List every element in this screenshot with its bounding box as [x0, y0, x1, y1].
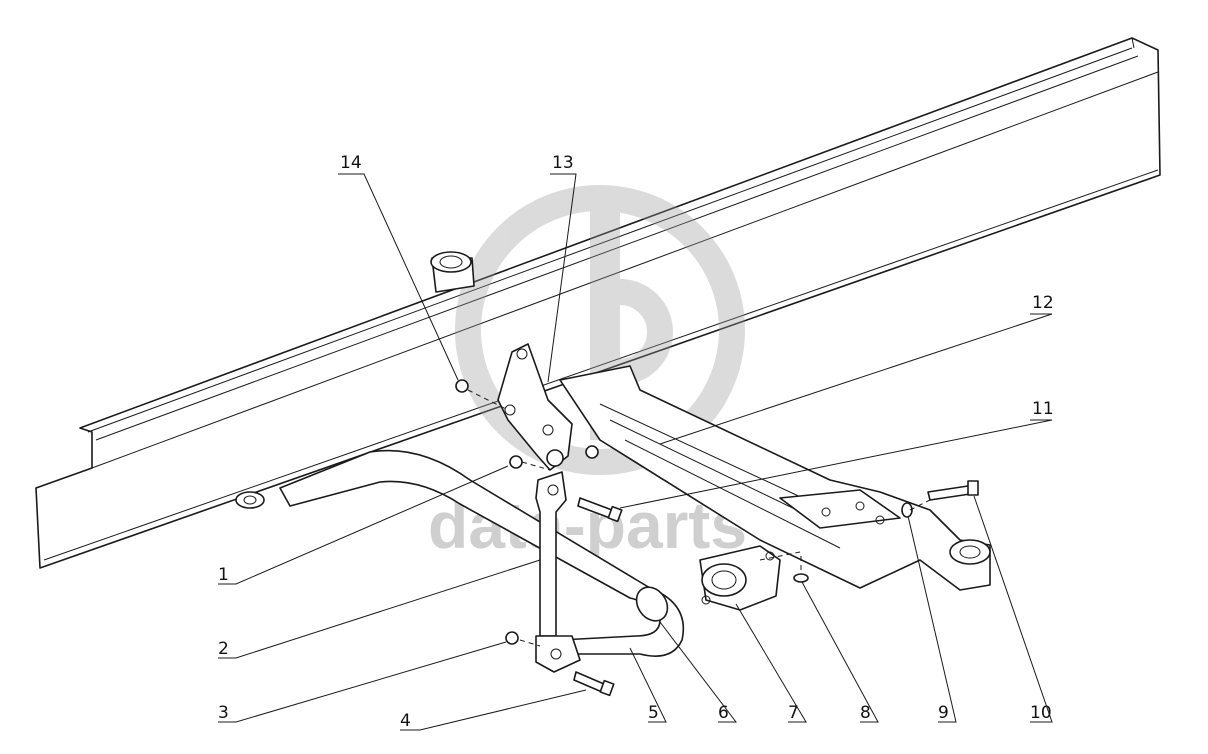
- callout-1: 1: [218, 565, 229, 585]
- cross-member: [559, 365, 991, 591]
- nut-upper: [585, 445, 599, 459]
- nut-14: [455, 379, 469, 393]
- assembly-lines: [467, 389, 931, 647]
- callout-13: 13: [552, 153, 574, 173]
- fasteners: [455, 379, 979, 697]
- callout-11: 11: [1032, 399, 1054, 419]
- bolt-4: [573, 671, 605, 693]
- nut-3: [505, 631, 519, 645]
- callout-4: 4: [400, 711, 411, 731]
- stabilizer-link: [535, 471, 581, 673]
- callout-3: 3: [218, 703, 229, 723]
- frame-rail: [35, 37, 1161, 569]
- callout-2: 2: [218, 639, 229, 659]
- nut-1: [509, 455, 523, 469]
- bushing-clamp: [699, 545, 781, 611]
- washer-9: [901, 502, 913, 518]
- callout-8: 8: [860, 703, 871, 723]
- callout-labels: 1 2 3 4 5 6 7 8 9 10 11 12 13 14: [218, 153, 1054, 731]
- callout-12: 12: [1032, 293, 1054, 313]
- lower-eye-bushing: [235, 491, 265, 509]
- callout-9: 9: [938, 703, 949, 723]
- callout-14: 14: [340, 153, 362, 173]
- upper-eye-bracket: [430, 251, 475, 293]
- frame-bracket: [497, 343, 573, 471]
- bolt-10: [927, 485, 971, 501]
- washer-8: [793, 573, 809, 583]
- callout-10: 10: [1030, 703, 1052, 723]
- callout-6: 6: [718, 703, 729, 723]
- callout-7: 7: [788, 703, 799, 723]
- callout-5: 5: [648, 703, 659, 723]
- leader-lines: [218, 173, 1053, 731]
